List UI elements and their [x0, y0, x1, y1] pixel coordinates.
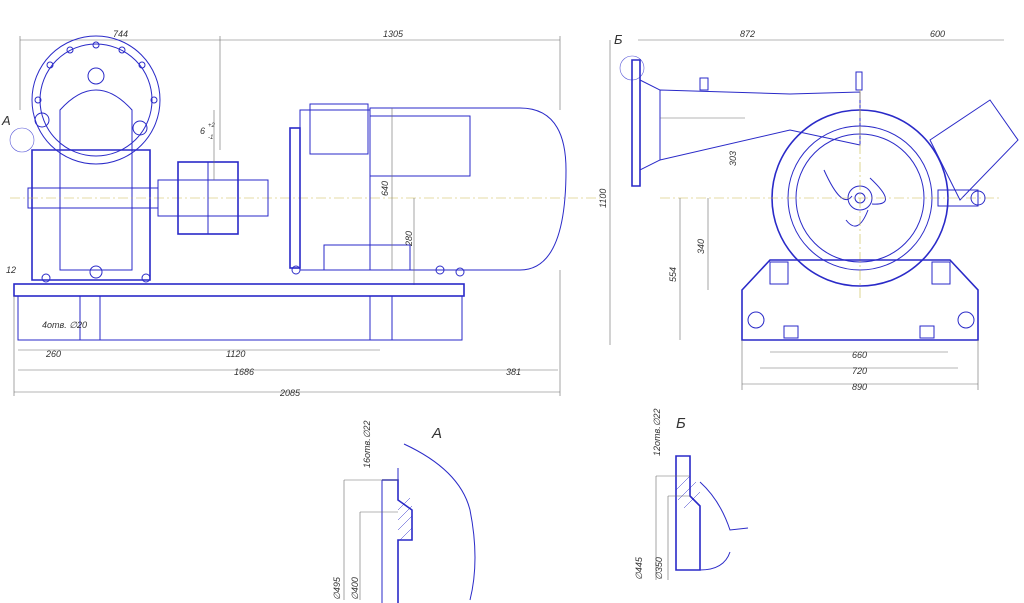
callout-a-circle: [9, 127, 35, 153]
dim-381: 381: [506, 367, 521, 377]
dim-303: 303: [728, 151, 738, 166]
gauge-left-icon: [34, 112, 50, 128]
front-view: 872 600 Б 303: [598, 29, 1019, 392]
detail-b: Б 12отв.∅22 ∅445 ∅350: [634, 408, 749, 580]
dim-1120: 1120: [226, 349, 245, 359]
dim-280: 280: [404, 231, 414, 247]
dim-600: 600: [930, 29, 945, 39]
volute-bolts: [34, 41, 158, 104]
dim-260: 260: [45, 349, 61, 359]
dim-890: 890: [852, 382, 867, 392]
dim-744: 744: [113, 29, 128, 39]
base-bolts: [41, 265, 465, 283]
detail-a-label: A: [431, 425, 442, 442]
detail-a-d400: ∅400: [350, 577, 360, 600]
dim-720: 720: [852, 366, 867, 376]
detail-a-d495: ∅495: [332, 576, 342, 600]
dim-872: 872: [740, 29, 755, 39]
dim-gap-tol-up: +2: [208, 123, 216, 129]
detail-b-d445: ∅445: [634, 556, 644, 580]
dim-1305: 1305: [383, 29, 404, 39]
dim-gap-tol-down: -1: [208, 135, 213, 141]
detail-a-holes: 16отв.∅22: [362, 420, 372, 468]
detail-a: A 16отв.∅22 ∅495 ∅400: [332, 420, 476, 603]
dim-1100: 1100: [598, 189, 608, 208]
callout-b-label: Б: [614, 32, 623, 47]
detail-a-hatch: [397, 497, 413, 541]
dim-2085: 2085: [279, 388, 301, 398]
detail-b-label: Б: [676, 415, 686, 432]
dim-12: 12: [6, 265, 16, 275]
gauge-right-icon: [132, 120, 148, 136]
detail-b-holes: 12отв.∅22: [652, 408, 662, 456]
dim-554: 554: [668, 267, 678, 282]
callout-a-label: A: [1, 113, 11, 128]
dim-holes: 4отв. ∅20: [42, 320, 87, 330]
detail-b-hatch: [675, 475, 701, 509]
dim-1686: 1686: [234, 367, 254, 377]
dim-640: 640: [380, 181, 390, 196]
side-view: 744 1305 A 6: [1, 29, 600, 398]
dim-340: 340: [696, 239, 706, 254]
dim-660: 660: [852, 350, 867, 360]
detail-b-d350: ∅350: [654, 557, 664, 580]
dim-gap: 6: [200, 126, 205, 136]
